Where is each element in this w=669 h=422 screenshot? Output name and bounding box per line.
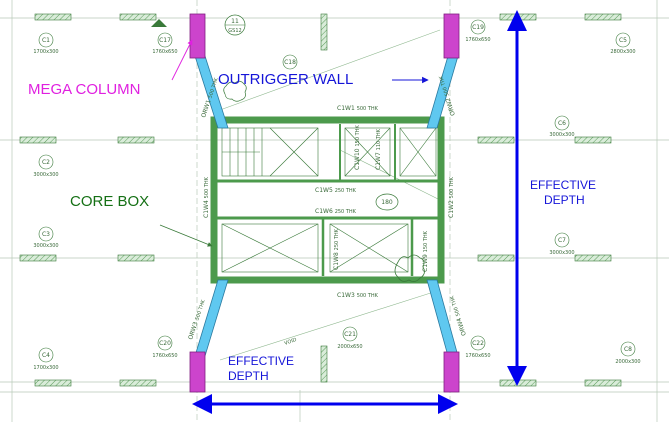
outrigger-wall-label: OUTRIGGER WALL bbox=[218, 71, 353, 88]
column-size: 2000x650 bbox=[337, 344, 362, 350]
effective-depth-vertical-line: DEPTH bbox=[544, 193, 585, 207]
mega-column-top-right bbox=[443, 13, 460, 59]
mega-column-top-left bbox=[189, 13, 206, 59]
effective-depth-vertical-line: EFFECTIVE bbox=[530, 178, 596, 192]
column-id: C8 bbox=[624, 346, 632, 353]
effective-depth-horizontal-arrow bbox=[192, 394, 458, 414]
effective-depth-vertical-arrow bbox=[507, 10, 527, 386]
outrigger-walls bbox=[194, 55, 459, 357]
column-size: 1700x300 bbox=[33, 49, 58, 55]
grid-bubble: 11 GS12 bbox=[224, 14, 246, 36]
effective-depth-horizontal-label: EFFECTIVE DEPTH bbox=[228, 354, 297, 383]
cloud-revision-icon bbox=[394, 254, 425, 282]
column-size: 3000x300 bbox=[549, 250, 574, 256]
column-id: C3 bbox=[42, 231, 50, 238]
wall-tag: C1W6 250 THK bbox=[315, 208, 357, 215]
column-size: 1700x300 bbox=[33, 365, 58, 371]
mega-column-bottom-left bbox=[189, 351, 206, 393]
wall-tag: C1W2 500 THK bbox=[448, 176, 455, 218]
effective-depth-vertical-label: EFFECTIVE DEPTH bbox=[530, 178, 599, 207]
column-size: 1760x650 bbox=[465, 353, 490, 359]
column-id: C5 bbox=[619, 37, 627, 44]
column-id: C18 bbox=[284, 59, 296, 66]
core-tag-marker: 180 bbox=[375, 193, 399, 211]
annotation-arrows bbox=[159, 39, 429, 247]
core-tag-text: 180 bbox=[381, 199, 393, 206]
wall-tag: C1W9 150 THK bbox=[422, 230, 429, 272]
column-id: C19 bbox=[472, 24, 484, 31]
column-id: C2 bbox=[42, 159, 50, 166]
column-size: 1760x650 bbox=[152, 49, 177, 55]
north-triangle-icon bbox=[151, 19, 167, 27]
mega-columns bbox=[189, 13, 460, 393]
wall-tag: C1W1 500 THK bbox=[337, 105, 379, 112]
wall-tag: C1W8 250 THK bbox=[333, 228, 340, 270]
wall-tag: C1W7 110 THK bbox=[375, 128, 382, 170]
core-box-label: CORE BOX bbox=[70, 193, 149, 210]
mega-column-label: MEGA COLUMN bbox=[28, 81, 141, 98]
column-size: 3000x300 bbox=[549, 132, 574, 138]
wall-tag: C1W4 500 THK bbox=[203, 176, 210, 218]
column-size: 3000x300 bbox=[33, 243, 58, 249]
core-internals bbox=[221, 127, 437, 273]
wall-tag: C1W5 250 THK bbox=[315, 187, 357, 194]
column-id: C6 bbox=[558, 120, 566, 127]
core-box bbox=[210, 116, 445, 284]
column-id: C1 bbox=[42, 37, 50, 44]
column-labels: C1 1700x300 C17 1760x650 C18 C19 1760x65… bbox=[33, 24, 640, 371]
effective-depth-horizontal-line: EFFECTIVE bbox=[228, 354, 294, 368]
void-label: VOID bbox=[284, 337, 298, 347]
column-size: 2000x300 bbox=[615, 359, 640, 365]
column-id: C4 bbox=[42, 352, 50, 359]
core-box-pointer bbox=[159, 224, 213, 247]
cloud-revision-icon bbox=[223, 80, 247, 102]
column-size: 3000x300 bbox=[33, 172, 58, 178]
column-id: C22 bbox=[472, 340, 484, 347]
mega-column-bottom-right bbox=[443, 351, 460, 393]
wall-tag: C1W3 500 THK bbox=[337, 292, 379, 299]
grid-bubble-sub: GS12 bbox=[228, 28, 241, 34]
column-size: 1760x650 bbox=[465, 37, 490, 43]
column-id: C20 bbox=[159, 340, 171, 347]
grid-bubble-number: 11 bbox=[231, 18, 239, 25]
mega-column-pointer bbox=[171, 39, 193, 81]
column-bubbles bbox=[38, 19, 636, 363]
effective-depth-horizontal-line: DEPTH bbox=[228, 369, 269, 383]
column-id: C21 bbox=[344, 331, 356, 338]
column-size: 1760x650 bbox=[152, 353, 177, 359]
column-size: 2800x300 bbox=[610, 49, 635, 55]
wall-tag: C1W10 150 THK bbox=[354, 125, 361, 170]
wall-tags: C1W1 500 THK C1W3 500 THK C1W5 250 THK C… bbox=[187, 74, 468, 340]
column-id: C17 bbox=[159, 37, 171, 44]
column-id: C7 bbox=[558, 237, 566, 244]
